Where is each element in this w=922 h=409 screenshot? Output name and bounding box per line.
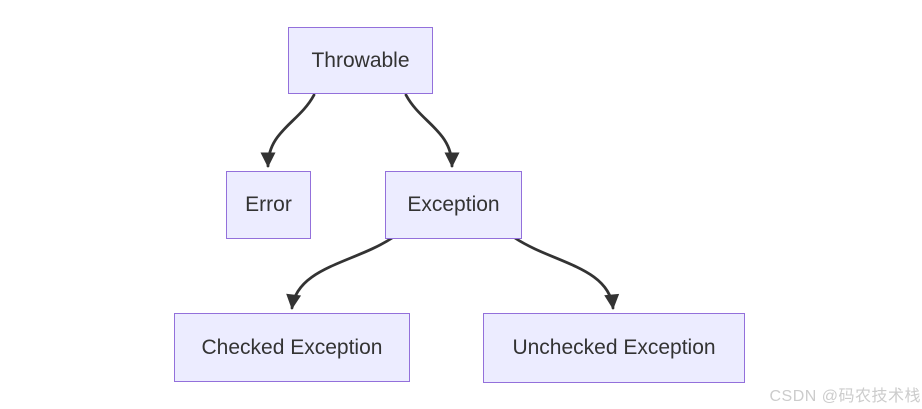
node-error: Error xyxy=(226,171,311,239)
edge-throwable-exception xyxy=(404,93,460,168)
node-checked-exception: Checked Exception xyxy=(174,313,410,382)
node-exception: Exception xyxy=(385,171,522,239)
node-unchecked-exception-label: Unchecked Exception xyxy=(512,336,716,359)
node-unchecked-exception: Unchecked Exception xyxy=(483,313,745,383)
node-checked-exception-label: Checked Exception xyxy=(201,335,383,359)
edge-throwable-error xyxy=(260,93,316,168)
node-error-label: Error xyxy=(245,193,292,216)
node-throwable-label: Throwable xyxy=(311,48,410,72)
node-exception-label: Exception xyxy=(407,193,500,216)
node-throwable: Throwable xyxy=(288,27,433,94)
watermark: CSDN @码农技术栈 xyxy=(769,388,921,405)
edge-exception-unchecked xyxy=(513,236,620,310)
edge-exception-checked xyxy=(286,236,394,310)
